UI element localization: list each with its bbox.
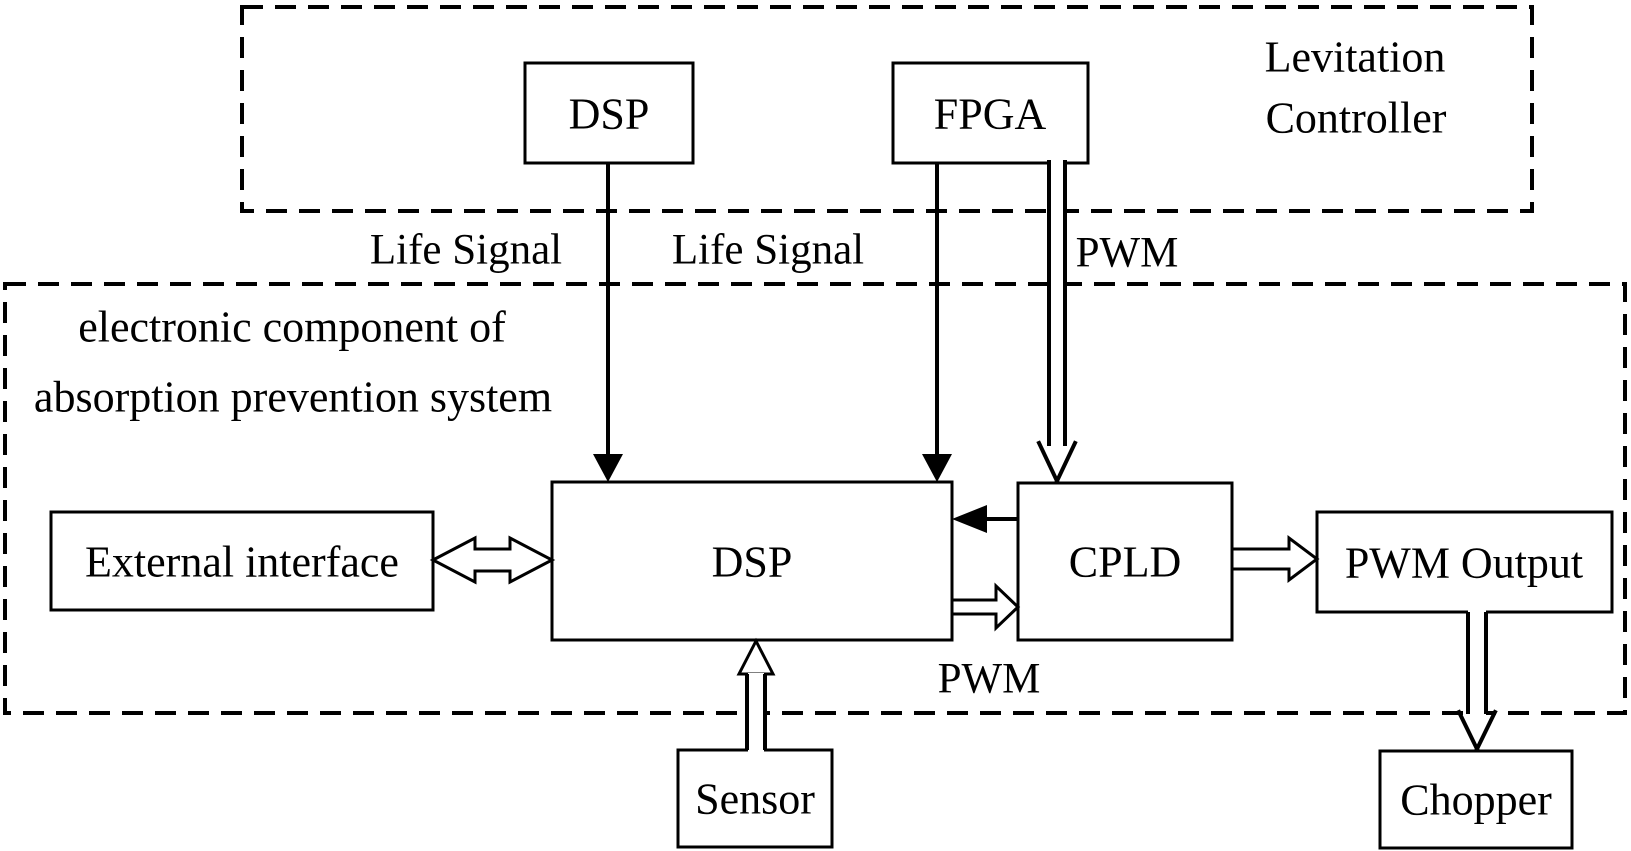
sensor-label: Sensor bbox=[695, 775, 815, 824]
absorption-system-label-line2: absorption prevention system bbox=[34, 373, 552, 422]
open-arrowhead-right-wing bbox=[1054, 440, 1078, 484]
fpga-label: FPGA bbox=[934, 90, 1047, 139]
filled-arrowhead-left bbox=[952, 505, 987, 533]
chopper-label: Chopper bbox=[1400, 776, 1552, 825]
pwm-label-top: PWM bbox=[1076, 230, 1179, 277]
levitation-controller-label-line1: Levitation bbox=[1265, 33, 1446, 82]
sensor-arrowhead bbox=[736, 637, 776, 676]
edge-dsp-to-cpld-hollow-arrow bbox=[950, 582, 1021, 632]
edge-cpld-to-pwm-output-hollow-arrow bbox=[1230, 535, 1320, 583]
edge-cpld-to-dsp-main bbox=[952, 505, 1018, 533]
edge-fpga-to-dsp-main bbox=[922, 163, 952, 482]
pwm-output-box bbox=[1315, 510, 1614, 614]
dsp-top-label: DSP bbox=[569, 90, 650, 139]
pwm-shaft-mask bbox=[1049, 159, 1065, 446]
dsp-main-label: DSP bbox=[712, 538, 793, 587]
cpld-label: CPLD bbox=[1069, 538, 1181, 587]
node-pwm-output: PWM Output bbox=[1315, 510, 1614, 614]
pwm-label-bottom: PWM bbox=[938, 656, 1041, 703]
chopper-shaft-mask bbox=[1468, 609, 1486, 715]
chopper-box bbox=[1378, 749, 1574, 850]
life-signal-label-1: Life Signal bbox=[370, 227, 562, 274]
node-chopper: Chopper bbox=[1378, 749, 1574, 850]
sensor-shaft-mask bbox=[748, 673, 764, 752]
edge-sensor-to-dsp-main bbox=[736, 637, 776, 752]
chopper-arrowhead-left-wing bbox=[1456, 709, 1480, 752]
node-dsp-top: DSP bbox=[523, 61, 695, 165]
edge-fpga-to-cpld bbox=[1036, 159, 1078, 484]
fpga-box bbox=[891, 61, 1090, 165]
life-signal-label-2: Life Signal bbox=[672, 227, 864, 274]
filled-arrowhead-down-1 bbox=[593, 454, 623, 482]
absorption-system-container: electronic component of absorption preve… bbox=[3, 282, 1627, 715]
edge-pwm-output-to-chopper bbox=[1456, 609, 1498, 752]
edge-external-interface-dsp-double-arrow bbox=[429, 535, 556, 585]
absorption-system-label-line1: electronic component of bbox=[78, 303, 506, 352]
node-external-interface: External interface bbox=[49, 510, 435, 612]
levitation-controller-container: Levitation Controller bbox=[240, 5, 1534, 213]
open-arrowhead-left-wing bbox=[1036, 440, 1060, 484]
node-cpld: CPLD bbox=[1016, 481, 1234, 642]
dsp-main-box bbox=[550, 480, 954, 642]
node-dsp-main: DSP bbox=[550, 480, 954, 642]
external-interface-label: External interface bbox=[85, 538, 399, 587]
node-sensor: Sensor bbox=[676, 748, 834, 849]
edge-dsp-top-to-dsp-main bbox=[593, 163, 623, 482]
dsp-top-box bbox=[523, 61, 695, 165]
chopper-arrowhead-right-wing bbox=[1474, 709, 1498, 752]
filled-arrowhead-down-2 bbox=[922, 454, 952, 482]
levitation-controller-border bbox=[240, 5, 1534, 213]
absorption-system-border bbox=[3, 282, 1627, 715]
pwm-output-label: PWM Output bbox=[1345, 539, 1583, 588]
levitation-controller-label-line2: Controller bbox=[1266, 94, 1447, 143]
node-fpga: FPGA bbox=[891, 61, 1090, 165]
